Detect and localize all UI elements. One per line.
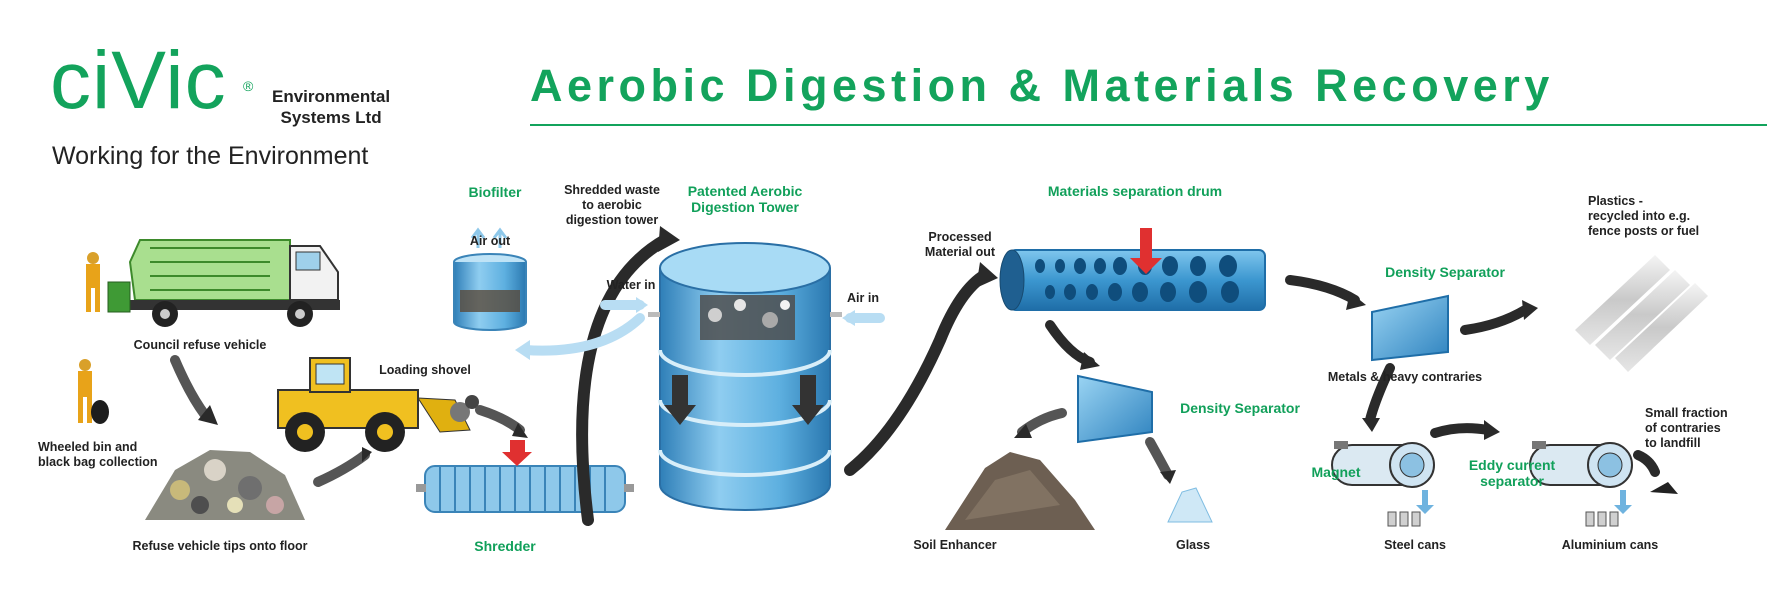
- label-processed-material: Processed Material out: [924, 230, 996, 259]
- label-water-in: Water in: [606, 278, 656, 292]
- soil-pile-icon: [945, 452, 1095, 530]
- label-digestion-tower: Patented Aerobic Digestion Tower: [687, 183, 803, 215]
- separation-drum-icon: [999, 228, 1266, 311]
- worker-bin-icon: [86, 252, 131, 313]
- density-separator-icon-1: [1371, 294, 1449, 362]
- page-title: Aerobic Digestion & Materials Recovery: [530, 60, 1554, 111]
- worker-bag-icon: [78, 359, 109, 424]
- density-separator-icon-2: [1077, 374, 1153, 444]
- label-refuse-tips: Refuse vehicle tips onto floor: [132, 539, 308, 553]
- arrow-heads: [198, 226, 1538, 484]
- label-shredder: Shredder: [474, 538, 536, 554]
- label-council-refuse-vehicle: Council refuse vehicle: [133, 338, 267, 352]
- glass-pile-icon: [1167, 487, 1213, 523]
- label-small-fraction: Small fraction of contraries to landfill: [1645, 406, 1728, 450]
- logo-tagline: Working for the Environment: [52, 142, 369, 170]
- air-water-arrow-heads: [515, 297, 855, 360]
- label-glass: Glass: [1175, 538, 1211, 552]
- label-aluminium-cans: Aluminium cans: [1561, 538, 1659, 552]
- magnet-icon: [1331, 441, 1435, 527]
- plastic-pipes-icon: [1575, 255, 1708, 372]
- refuse-pile-icon: [145, 450, 305, 520]
- company-name: Environmental Systems Ltd: [272, 87, 391, 127]
- refuse-truck-icon: [128, 239, 340, 327]
- label-density-separator-2: Density Separator: [1180, 400, 1300, 416]
- label-shredded-waste: Shredded waste to aerobic digestion towe…: [564, 183, 660, 227]
- label-magnet: Magnet: [1311, 464, 1361, 480]
- label-soil-enhancer: Soil Enhancer: [913, 538, 997, 552]
- registered-mark: ®: [243, 78, 254, 94]
- loading-shovel-icon: [277, 357, 479, 452]
- shredder-icon: [416, 440, 634, 513]
- biofilter-icon: [453, 227, 527, 331]
- label-density-separator-1: Density Separator: [1385, 264, 1505, 280]
- label-steel-cans: Steel cans: [1384, 538, 1446, 552]
- label-eddy-current: Eddy current separator: [1468, 457, 1556, 489]
- civic-logo: ciVic: [50, 35, 227, 126]
- label-air-in: Air in: [847, 291, 879, 305]
- label-wheeled-bin: Wheeled bin and black bag collection: [38, 440, 158, 469]
- digestion-tower-icon: [648, 242, 842, 511]
- label-separation-drum: Materials separation drum: [1047, 183, 1223, 199]
- title-divider: [530, 124, 1767, 126]
- label-plastics: Plastics - recycled into e.g. fence post…: [1588, 194, 1700, 238]
- label-air-out: Air out: [469, 234, 511, 248]
- label-loading-shovel: Loading shovel: [379, 363, 471, 377]
- eddy-current-separator-icon: [1529, 441, 1678, 527]
- label-biofilter: Biofilter: [468, 184, 522, 200]
- label-metals: Metals & heavy contraries: [1327, 370, 1483, 384]
